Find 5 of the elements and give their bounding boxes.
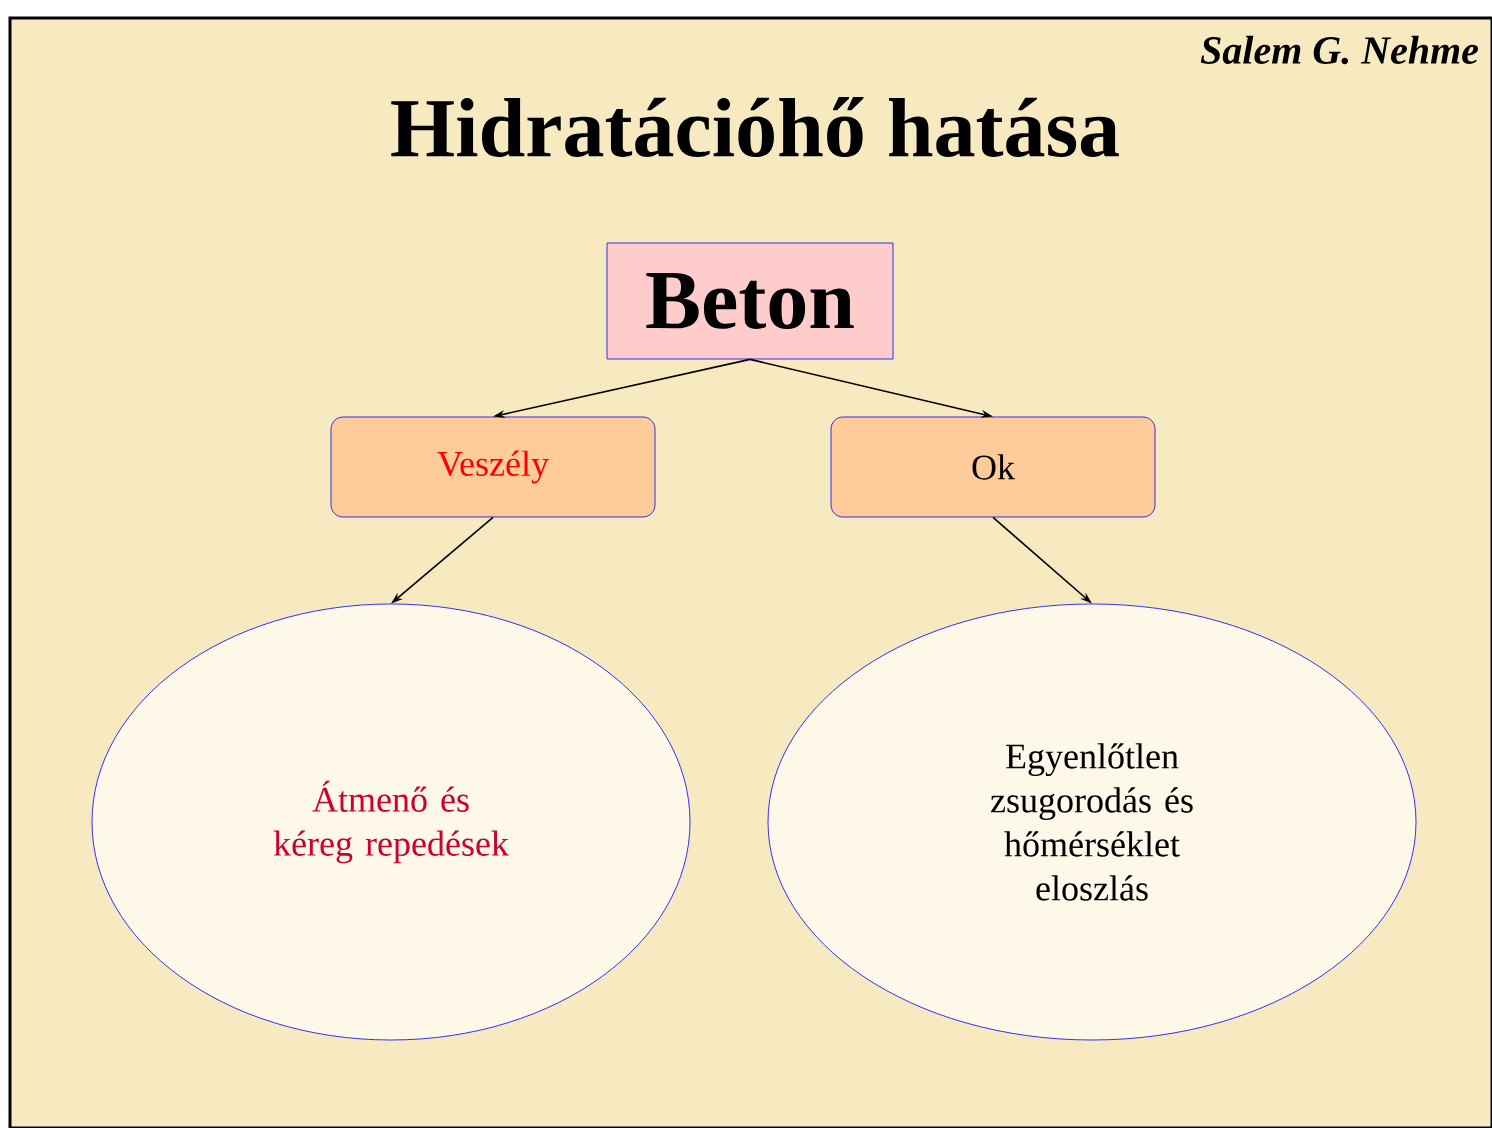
category-box: Ok <box>830 416 1156 518</box>
category-box: Veszély <box>330 416 656 518</box>
author-name: Salem G. Nehme <box>1200 35 1479 65</box>
title-box: Beton <box>606 242 894 360</box>
title: Hidratációhő hatása <box>391 97 1119 157</box>
